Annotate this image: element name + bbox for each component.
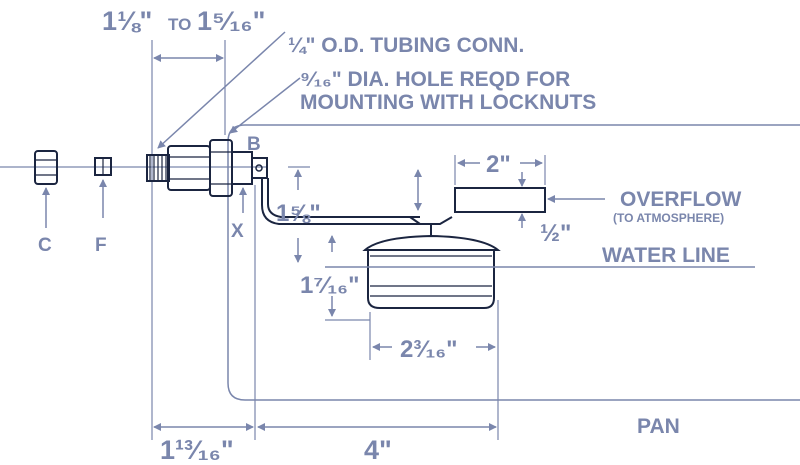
float-arm bbox=[261, 178, 440, 225]
cap-nut-c bbox=[34, 150, 58, 185]
leader-hole bbox=[229, 77, 301, 134]
valve-body bbox=[146, 139, 268, 197]
leader-tubing bbox=[157, 31, 286, 149]
ferrule-f bbox=[94, 157, 112, 176]
label-hole-line1: ⁹⁄₁₆" DIA. HOLE REQD FOR bbox=[300, 68, 570, 91]
label-tubing: ¼" O.D. TUBING CONN. bbox=[288, 34, 524, 57]
label-dim-half: ½" bbox=[540, 220, 571, 247]
label-port-range-a: 1⅛" bbox=[102, 6, 152, 36]
label-to-atmosphere: (TO ATMOSPHERE) bbox=[613, 211, 724, 225]
float bbox=[362, 216, 501, 309]
label-port-range-b: 1⁵⁄₁₆" bbox=[197, 6, 265, 36]
label-x: X bbox=[231, 221, 244, 242]
label-hole-line2: MOUNTING WITH LOCKNUTS bbox=[300, 91, 596, 114]
label-b: B bbox=[247, 134, 261, 155]
label-overflow: OVERFLOW bbox=[620, 188, 742, 211]
label-dim-4in: 4" bbox=[364, 435, 392, 465]
label-f: F bbox=[95, 235, 107, 256]
label-dim-1-5-8: 1⅝" bbox=[276, 200, 321, 227]
label-dim-2-3-16: 2³⁄₁₆" bbox=[400, 336, 458, 363]
overflow-box bbox=[454, 187, 546, 213]
label-dim-1-13-16: 1¹³⁄₁₆" bbox=[160, 435, 234, 465]
label-port-range-to: TO bbox=[168, 15, 191, 34]
label-dim-1-7-16: 1⁷⁄₁₆" bbox=[300, 272, 359, 299]
label-pan: PAN bbox=[637, 415, 680, 438]
label-dim-2in: 2" bbox=[486, 151, 511, 178]
label-water-line: WATER LINE bbox=[602, 244, 730, 267]
label-c: C bbox=[38, 235, 52, 256]
